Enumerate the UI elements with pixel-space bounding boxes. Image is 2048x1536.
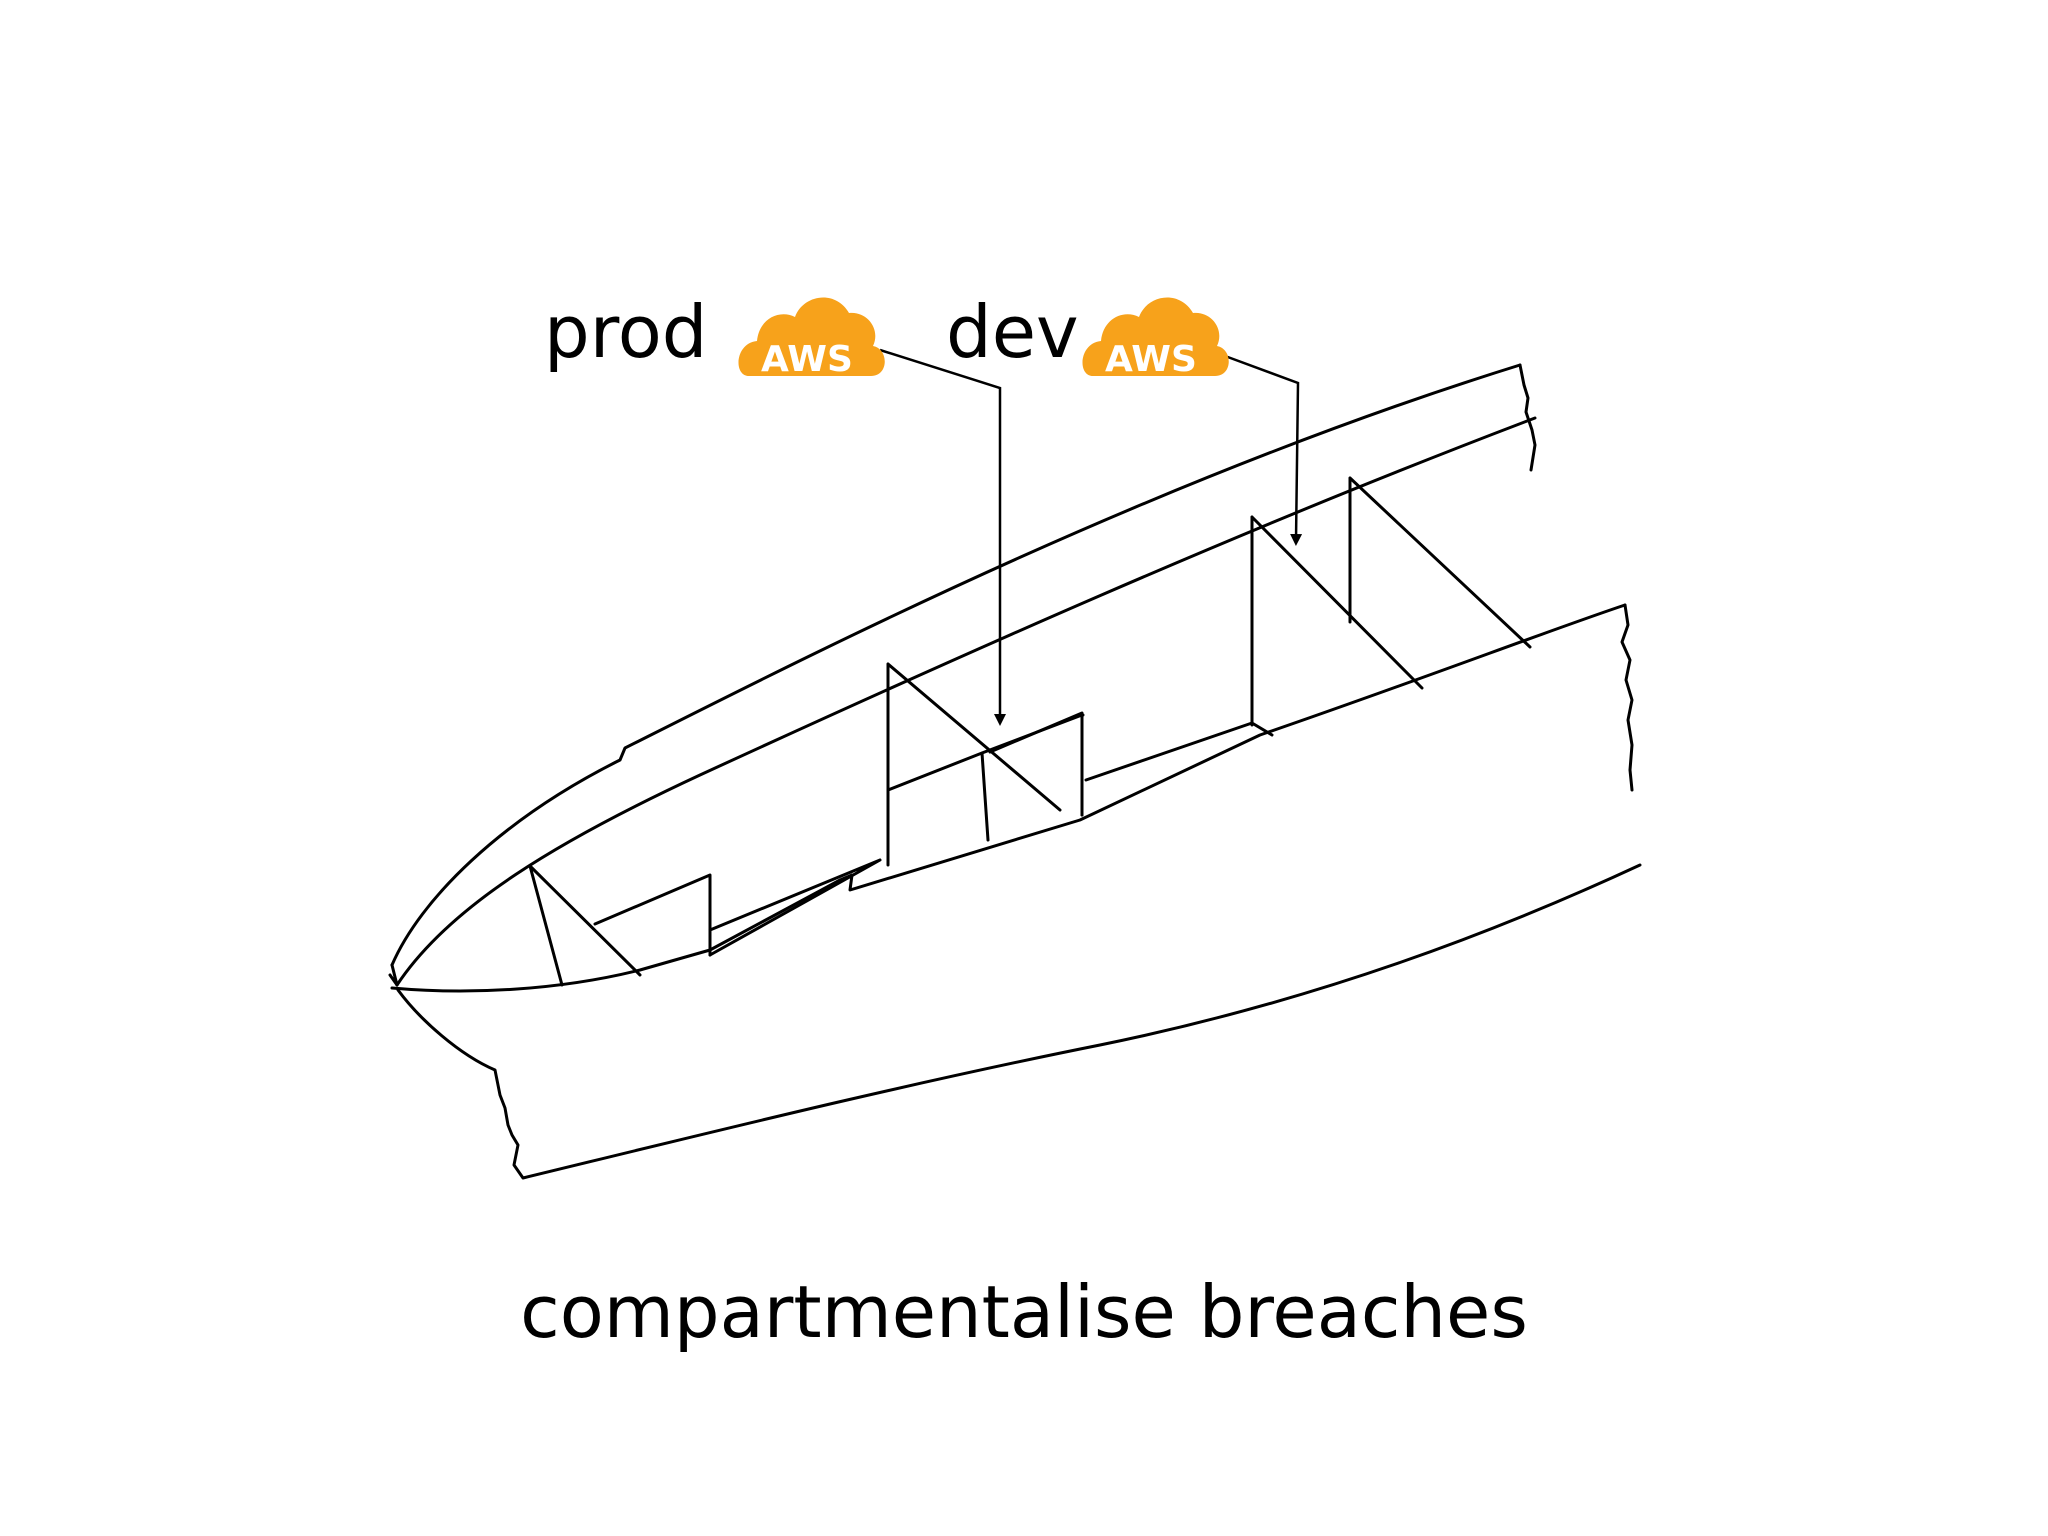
hull-bottom-line	[396, 863, 1642, 1180]
leader-lines	[879, 348, 1303, 726]
hull-top-rail-inner	[395, 416, 1537, 987]
hull-deck-line	[390, 603, 1627, 993]
compartment-bow	[528, 864, 712, 987]
hull-right-broken-edge	[1620, 603, 1634, 792]
dev-label: dev	[946, 290, 1079, 374]
hull-top-rail-outer	[390, 363, 1522, 967]
prod-label: prod	[544, 290, 708, 374]
compartment-prod	[886, 662, 1085, 867]
hull-outline	[388, 363, 1642, 1180]
dev-leader-arrow	[1224, 354, 1303, 546]
bow-tip	[388, 963, 399, 987]
deck-floor-mid	[1084, 721, 1274, 782]
aws-cloud-icon: AWS	[1082, 297, 1229, 380]
prod-leader-arrow	[879, 348, 1006, 726]
compartment-prod-box	[988, 711, 1084, 817]
hull-top-broken-edge	[1518, 363, 1537, 472]
caption: compartmentalise breaches	[520, 1270, 1528, 1354]
deck-step-low	[708, 858, 882, 957]
compartment-dev	[1250, 476, 1532, 727]
svg-text:AWS: AWS	[1105, 339, 1197, 380]
svg-text:AWS: AWS	[761, 339, 853, 380]
aws-cloud-icon: AWS	[738, 297, 885, 380]
